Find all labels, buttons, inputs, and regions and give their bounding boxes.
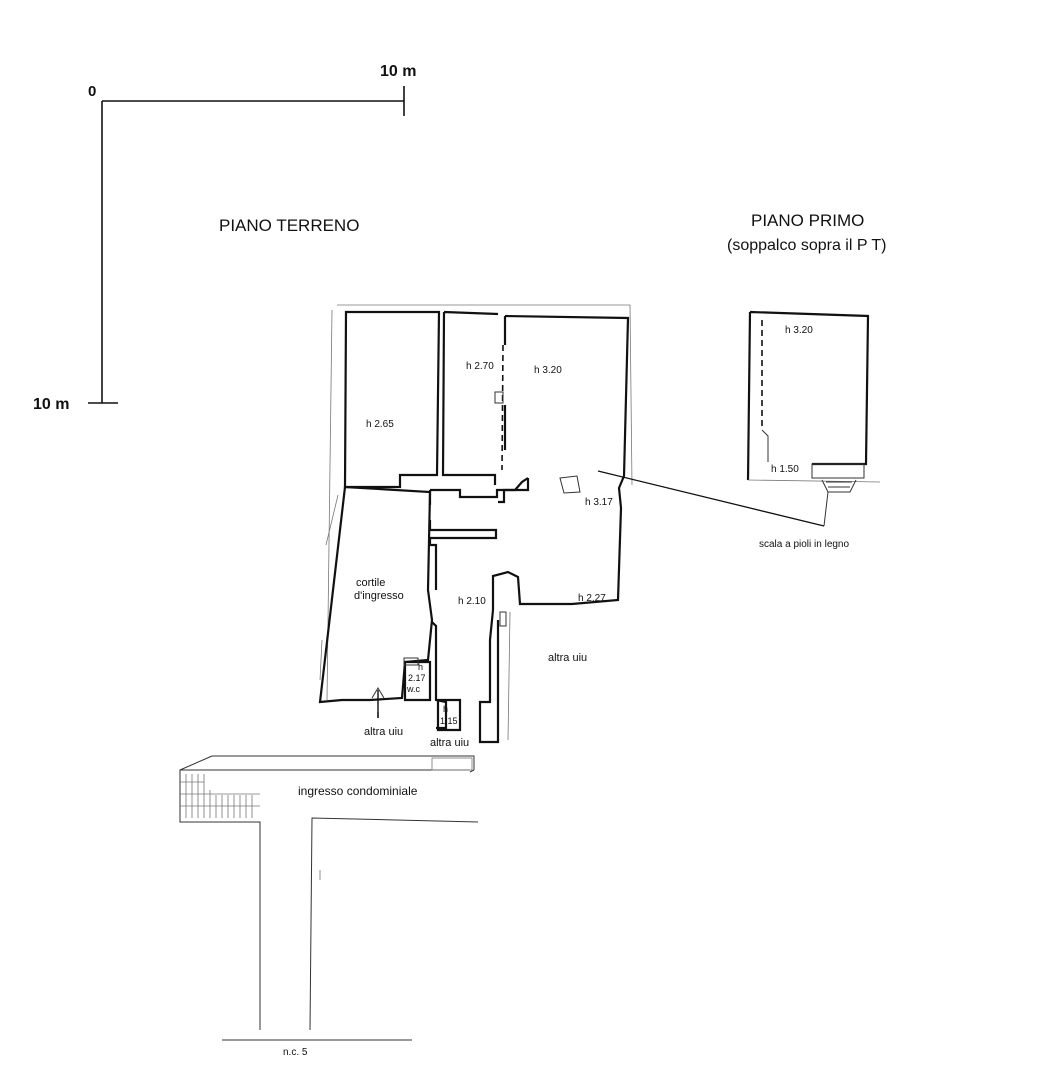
central-wall-top	[430, 477, 529, 499]
mezzanine-height-bottom: h 1.50	[771, 464, 799, 475]
height-room-right-top: h 3.20	[534, 365, 562, 376]
room-right	[491, 314, 630, 610]
height-room-left: h 2.65	[366, 419, 394, 430]
room-right-chimney	[559, 475, 581, 494]
courtyard-label-1: cortile	[356, 577, 385, 589]
entrance-arrow-head	[371, 687, 385, 699]
other-unit-right: altra uiu	[548, 652, 587, 664]
small-room-height-h: h	[443, 704, 448, 714]
other-unit-left: altra uiu	[364, 726, 403, 738]
mezzanine-height-top: h 3.20	[785, 325, 813, 336]
ladder-note: scala a pioli in legno	[759, 539, 849, 550]
mezzanine-base-line	[747, 479, 881, 483]
corridor-door-jamb	[499, 611, 507, 627]
first-floor-plan	[746, 310, 881, 527]
scale-y-label: 10 m	[33, 396, 69, 413]
courtyard-edge-marks	[325, 494, 339, 546]
wc-fixture	[403, 657, 419, 666]
condominium-entrance	[179, 755, 479, 1031]
ladder-opening	[811, 463, 865, 479]
entrance-label: ingresso condominiale	[298, 784, 418, 798]
room-mid-pillar	[494, 391, 504, 404]
outer-boundary-top	[337, 304, 633, 486]
height-corridor: h 2.10	[458, 596, 486, 607]
entrance-step	[431, 757, 473, 771]
height-room-corner: h 2.27	[578, 593, 606, 604]
first-floor-subtitle: (soppalco sopra il P T)	[727, 237, 886, 254]
corridor-right-wall	[478, 609, 500, 744]
central-wall-mid	[428, 490, 498, 590]
ground-floor-plan	[179, 304, 633, 1041]
reference-line	[597, 470, 825, 527]
scale-x-label: 10 m	[380, 63, 416, 80]
corridor-boundary	[507, 611, 511, 741]
first-floor-title: PIANO PRIMO	[751, 211, 864, 230]
room-mid-dashed-wall	[501, 344, 504, 471]
height-room-right-mid: h 3.17	[585, 497, 613, 508]
courtyard-label-2: d'ingresso	[354, 590, 404, 602]
other-unit-mid: altra uiu	[430, 737, 469, 749]
room-mid	[441, 310, 507, 485]
height-room-mid: h 2.70	[466, 361, 494, 372]
wc-room	[403, 660, 432, 702]
small-room-height-value: 1.15	[440, 716, 458, 726]
ladder-leader	[823, 491, 829, 527]
wc-height-h: h	[418, 662, 423, 672]
ladder-top	[821, 479, 857, 493]
ground-floor-title: PIANO TERRENO	[219, 216, 359, 235]
mezzanine-walls	[746, 310, 870, 481]
scale-origin-label: 0	[88, 83, 96, 100]
room-left	[343, 310, 441, 489]
wc-height-value: 2.17	[408, 673, 426, 683]
mezzanine-inner-edge	[761, 429, 769, 462]
civic-number: n.c. 5	[283, 1047, 308, 1058]
wc-label: w.c	[406, 684, 421, 694]
staircase	[180, 774, 260, 818]
scale-bar: 0 10 m 10 m	[33, 63, 416, 413]
courtyard-edge-marks-2	[319, 639, 323, 681]
